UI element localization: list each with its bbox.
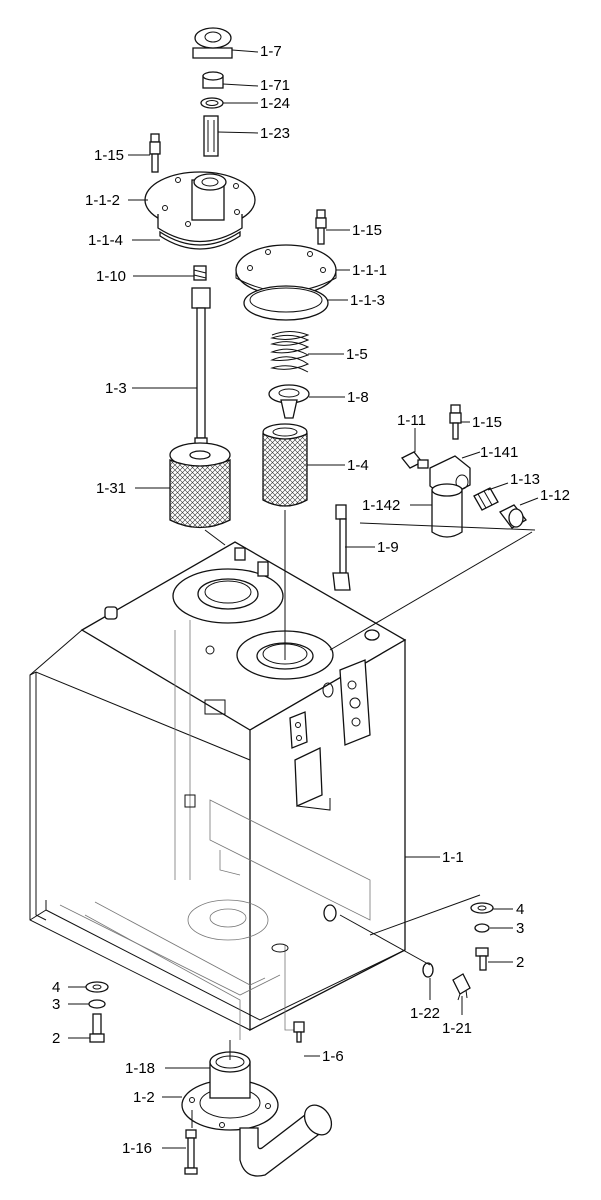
switch-assembly [329,404,536,651]
callout-1-141: 1-141 [480,444,518,461]
level-gauge [332,504,351,591]
callout-3-left: 3 [52,996,60,1013]
callout-1-21: 1-21 [442,1020,472,1037]
callout-1-3: 1-3 [105,380,127,397]
callout-3-right: 3 [516,920,524,937]
tank-body [29,541,407,1040]
callout-1-1: 1-1 [442,849,464,866]
callout-1-9: 1-9 [377,539,399,556]
suction-pipe [181,1021,333,1177]
filter-assembly [235,209,337,660]
callout-1-10: 1-10 [96,268,126,285]
right-hardware [339,894,494,1001]
callout-1-24: 1-24 [260,95,290,112]
callout-4-left: 4 [52,979,60,996]
callout-1-4: 1-4 [347,457,369,474]
callout-1-13: 1-13 [510,471,540,488]
callout-1-18: 1-18 [125,1060,155,1077]
callout-4-right: 4 [516,901,524,918]
callout-1-5: 1-5 [346,346,368,363]
callout-1-2: 1-2 [133,1089,155,1106]
callout-1-15-c: 1-15 [472,414,502,431]
callout-1-15-b: 1-15 [352,222,382,239]
callout-1-1-4: 1-1-4 [88,232,123,249]
left-hardware [85,981,109,1043]
leader-lines [68,49,539,1149]
callout-1-16: 1-16 [122,1140,152,1157]
callout-1-11: 1-11 [397,412,426,429]
callout-1-1-3: 1-1-3 [350,292,385,309]
callout-1-1-1: 1-1-1 [352,262,387,279]
breather-assembly [144,27,256,546]
callout-1-1-2: 1-1-2 [85,192,120,209]
callout-1-8: 1-8 [347,389,369,406]
callout-1-31: 1-31 [96,480,126,497]
callout-1-6: 1-6 [322,1048,344,1065]
callout-labels: 1-7 1-71 1-24 1-23 1-15 1-1-2 1-1-4 1-15… [52,43,570,1157]
callout-1-142: 1-142 [362,497,400,514]
callout-1-22: 1-22 [410,1005,440,1022]
callout-2-left: 2 [52,1030,60,1047]
callout-2-right: 2 [516,954,524,971]
callout-1-23: 1-23 [260,125,290,142]
callout-1-71: 1-71 [260,77,290,94]
callout-1-12: 1-12 [540,487,570,504]
callout-1-7: 1-7 [260,43,282,60]
callout-1-15-a: 1-15 [94,147,124,164]
